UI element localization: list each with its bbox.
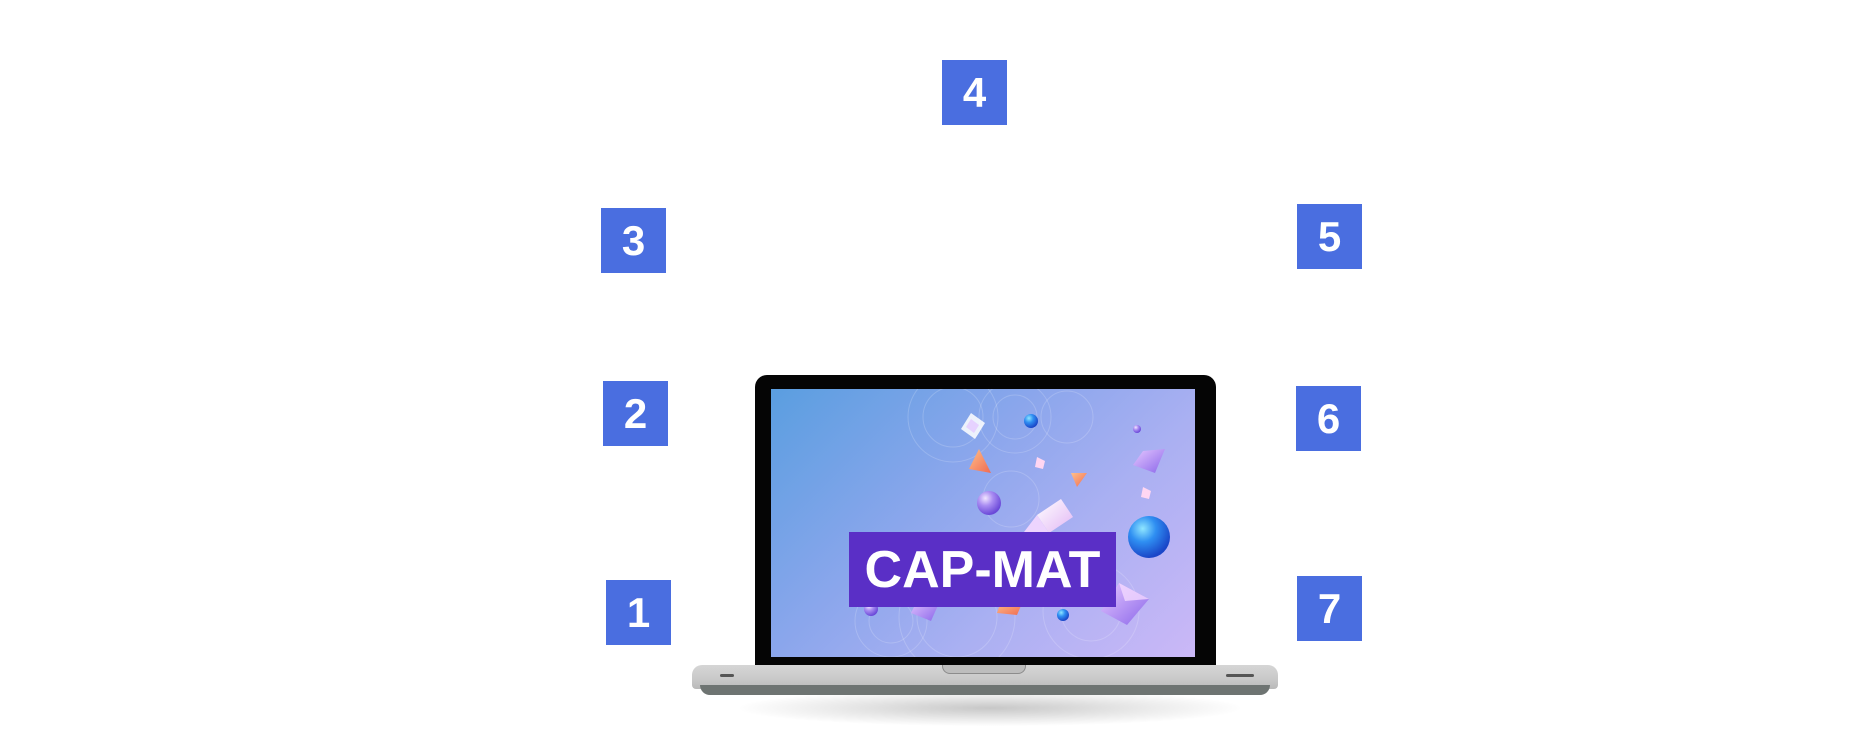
marker-3: 3 [601, 208, 666, 273]
marker-4: 4 [942, 60, 1007, 125]
laptop-port [1226, 674, 1254, 677]
laptop-base-bottom [700, 685, 1270, 695]
abstract-3d-shapes-illustration [854, 389, 1170, 657]
laptop-shadow [740, 690, 1240, 726]
center-title: CAP-MAT [849, 532, 1116, 607]
laptop-notch [942, 665, 1026, 674]
marker-6: 6 [1296, 386, 1361, 451]
laptop-screen [771, 389, 1195, 657]
marker-5: 5 [1297, 204, 1362, 269]
marker-7: 7 [1297, 576, 1362, 641]
cube-shape [961, 413, 985, 439]
marker-2: 2 [603, 381, 668, 446]
marker-1: 1 [606, 580, 671, 645]
laptop-port [720, 674, 734, 677]
